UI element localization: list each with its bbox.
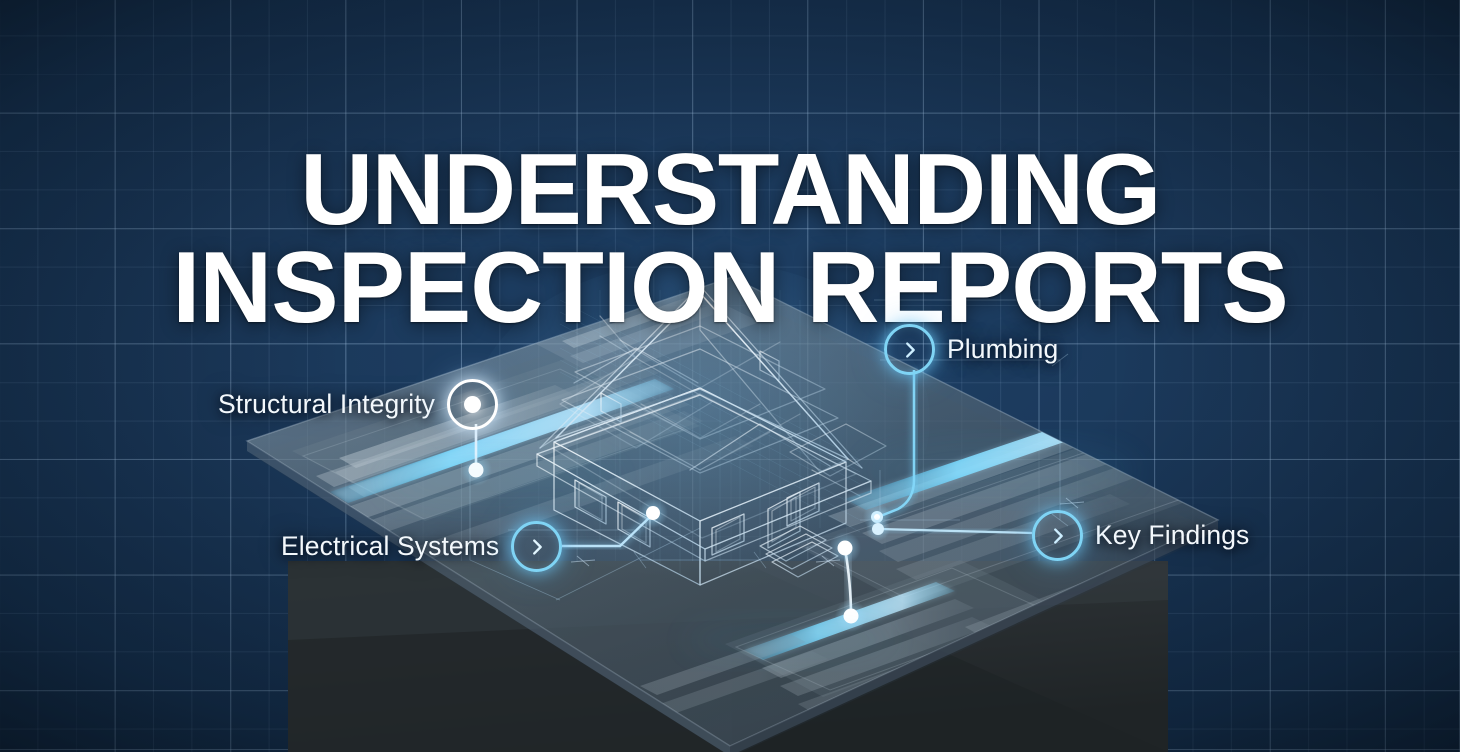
chevron-right-icon[interactable] xyxy=(884,324,935,375)
callout-structural-integrity[interactable]: Structural Integrity xyxy=(218,379,499,430)
callout-label: Structural Integrity xyxy=(218,389,436,419)
chevron-right-icon[interactable] xyxy=(511,521,563,572)
callout-label: Electrical Systems xyxy=(281,531,500,561)
callout-label: Plumbing xyxy=(947,334,1059,364)
callout-key-findings[interactable]: Key Findings xyxy=(1032,510,1249,561)
callout-electrical-systems[interactable]: Electrical Systems xyxy=(281,521,563,572)
callout-plumbing[interactable]: Plumbing xyxy=(884,324,1058,375)
callout-label: Key Findings xyxy=(1095,520,1250,550)
filled-dot-marker-icon[interactable] xyxy=(447,379,499,430)
chevron-right-icon[interactable] xyxy=(1032,510,1083,561)
